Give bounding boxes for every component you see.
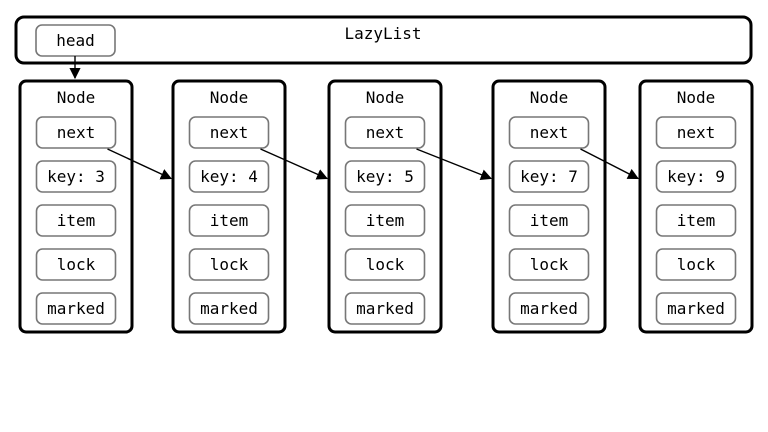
node-title: Node [530,88,569,107]
field-label: marked [667,299,725,318]
next-pointer-arrow-1 [107,148,173,180]
field-box [344,248,426,281]
field-key: key: 5 [344,160,426,193]
next-pointer-arrow-2 [260,148,329,180]
node-title: Node [677,88,716,107]
field-label: lock [57,255,96,274]
node-title: Node [366,88,405,107]
field-marked: marked [35,292,117,325]
field-item: item [655,204,737,237]
node-5: Node next key: 9 item lock marked [638,79,754,334]
field-box [35,292,117,325]
field-label: marked [200,299,258,318]
field-box [35,248,117,281]
field-label: next [210,123,249,142]
field-item: item [344,204,426,237]
field-next: next [344,116,426,149]
field-box [508,116,590,149]
field-marked: marked [344,292,426,325]
field-label: lock [366,255,405,274]
field-label: item [677,211,716,230]
field-label: key: 9 [667,167,725,186]
field-label: key: 5 [356,167,414,186]
field-marked: marked [655,292,737,325]
field-box [655,116,737,149]
field-box [655,292,737,325]
field-marked: marked [188,292,270,325]
head-field: head [35,24,116,57]
next-pointer-arrow-4 [580,148,639,180]
field-box [344,292,426,325]
field-box [344,160,426,193]
node-3: Node next key: 5 item lock marked [327,79,443,334]
field-key: key: 9 [655,160,737,193]
field-key: key: 4 [188,160,270,193]
field-lock: lock [188,248,270,281]
node-4: Node next key: 7 item lock marked [491,79,607,334]
field-label: next [366,123,405,142]
field-label: key: 3 [47,167,105,186]
field-label: key: 4 [200,167,258,186]
lazylist-container: LazyList head [14,15,753,65]
field-lock: lock [344,248,426,281]
field-next: next [35,116,117,149]
lazylist-container-frame [14,15,753,65]
field-next: next [188,116,270,149]
field-label: item [210,211,249,230]
field-box [508,248,590,281]
field-label: marked [47,299,105,318]
next-pointer-arrow-3 [416,148,493,180]
node-1: Node next key: 3 item lock marked [18,79,134,334]
field-lock: lock [508,248,590,281]
field-box [508,160,590,193]
field-box [508,204,590,237]
field-next: next [508,116,590,149]
node-title: Node [57,88,96,107]
field-item: item [35,204,117,237]
field-box [188,292,270,325]
field-box [655,248,737,281]
field-box [188,160,270,193]
field-item: item [508,204,590,237]
field-box [655,160,737,193]
field-box [188,116,270,149]
field-label: marked [356,299,414,318]
field-box [188,248,270,281]
field-label: marked [520,299,578,318]
field-box [35,160,117,193]
nodes-layer: Node next key: 3 item lock marked Node next key:… [18,79,754,334]
head-label: head [56,31,95,50]
next-pointers-layer [107,148,639,180]
field-item: item [188,204,270,237]
lazylist-title: LazyList [344,24,421,43]
field-label: item [366,211,405,230]
field-box [35,204,117,237]
field-box [655,204,737,237]
field-box [35,116,117,149]
field-box [508,292,590,325]
field-lock: lock [35,248,117,281]
field-box [188,204,270,237]
field-label: item [530,211,569,230]
field-label: next [677,123,716,142]
field-key: key: 7 [508,160,590,193]
field-box [344,116,426,149]
field-label: lock [210,255,249,274]
field-label: next [530,123,569,142]
field-next: next [655,116,737,149]
field-box [344,204,426,237]
field-label: item [57,211,96,230]
node-2: Node next key: 4 item lock marked [171,79,287,334]
field-marked: marked [508,292,590,325]
field-label: lock [530,255,569,274]
field-key: key: 3 [35,160,117,193]
field-label: key: 7 [520,167,578,186]
field-label: lock [677,255,716,274]
field-label: next [57,123,96,142]
node-title: Node [210,88,249,107]
field-lock: lock [655,248,737,281]
